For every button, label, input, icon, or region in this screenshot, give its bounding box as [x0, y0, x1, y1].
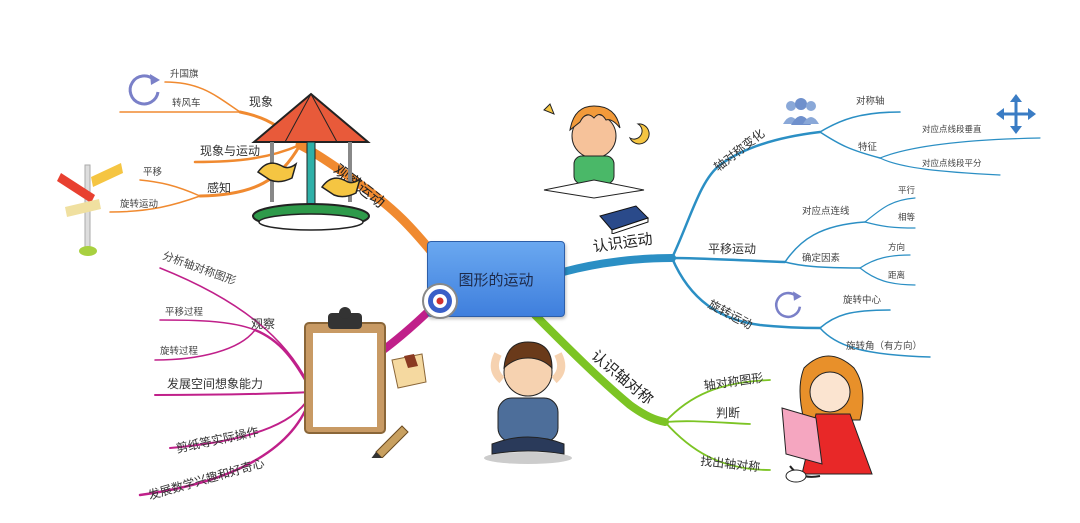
reading-girl-icon [781, 355, 873, 483]
phenomenon-motion-label[interactable]: 现象与运动 [200, 144, 261, 158]
leaf-rotation[interactable]: 旋转运动 [120, 199, 159, 210]
perception-label[interactable]: 感知 [207, 181, 232, 195]
leaf-axis[interactable]: 对称轴 [856, 96, 885, 107]
thinking-boy-icon [484, 341, 572, 464]
process-observe-label[interactable]: 观察 [251, 317, 276, 331]
leaf-direction[interactable]: 方向 [888, 243, 906, 253]
phenomenon-label[interactable]: 现象 [249, 95, 274, 109]
leaf-windmill[interactable]: 转风车 [172, 98, 201, 109]
leaf-distance[interactable]: 距离 [888, 271, 906, 281]
target-icon [422, 283, 458, 319]
leaf-rotation-center[interactable]: 旋转中心 [843, 295, 882, 306]
carousel-icon [251, 92, 371, 231]
note-icon [391, 353, 427, 389]
move-arrows-icon [996, 94, 1036, 134]
book-icon [599, 205, 649, 234]
reading-boy-icon [543, 103, 650, 199]
factors-label[interactable]: 确定因素 [802, 253, 841, 264]
people-icon [783, 98, 819, 125]
leaf-imagination[interactable]: 发展空间想象能力 [167, 377, 264, 391]
leaf-rotation-process[interactable]: 旋转过程 [160, 346, 199, 357]
leaf-translation[interactable]: 平移 [143, 167, 163, 178]
branch-recognize-symmetry-lines [531, 311, 771, 471]
leaf-bisect[interactable]: 对应点线段平分 [922, 159, 982, 169]
rotate-arrow-icon [128, 74, 160, 106]
leaf-rotation-angle[interactable]: 旋转角（有方向） [846, 341, 923, 352]
leaf-equal[interactable]: 相等 [898, 213, 916, 223]
pencil-icon [371, 425, 409, 458]
leaf-judge[interactable]: 判断 [716, 406, 741, 420]
leaf-parallel[interactable]: 平行 [898, 186, 916, 196]
clipboard-icon [304, 307, 386, 434]
branch-recognize-motion-lines [559, 111, 1041, 358]
translation-motion-label[interactable]: 平移运动 [708, 242, 757, 256]
leaf-perpendicular[interactable]: 对应点线段垂直 [922, 125, 982, 135]
leaf-raise-flag[interactable]: 升国旗 [170, 69, 199, 80]
corresponding-lines-label[interactable]: 对应点连线 [802, 206, 850, 217]
center-label: 图形的运动 [458, 270, 534, 289]
rotate-arrow-right-icon [774, 291, 802, 319]
leaf-translation-process[interactable]: 平移过程 [165, 307, 204, 318]
signpost-icon [57, 163, 123, 256]
features-label[interactable]: 特征 [858, 142, 878, 153]
